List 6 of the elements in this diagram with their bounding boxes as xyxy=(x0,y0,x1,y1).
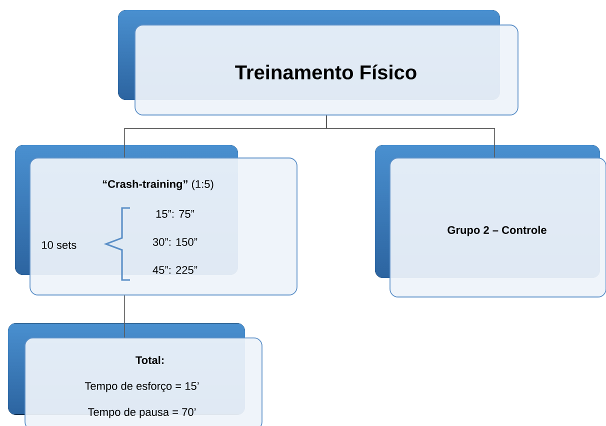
rounded-box: Total: Tempo de esforço = 15’ Tempo de pausa = 70’ xyxy=(8,322,262,426)
rounded-box: Treinamento Físico xyxy=(118,10,518,116)
connector-line xyxy=(326,115,495,158)
connector-line xyxy=(124,295,125,338)
rounded-box: Grupo 2 – Controle xyxy=(375,145,606,298)
rounded-box: “Crash-training” (1:5) 10 sets 15”: 75” 30”: 150” 45”: 225” xyxy=(15,145,298,296)
